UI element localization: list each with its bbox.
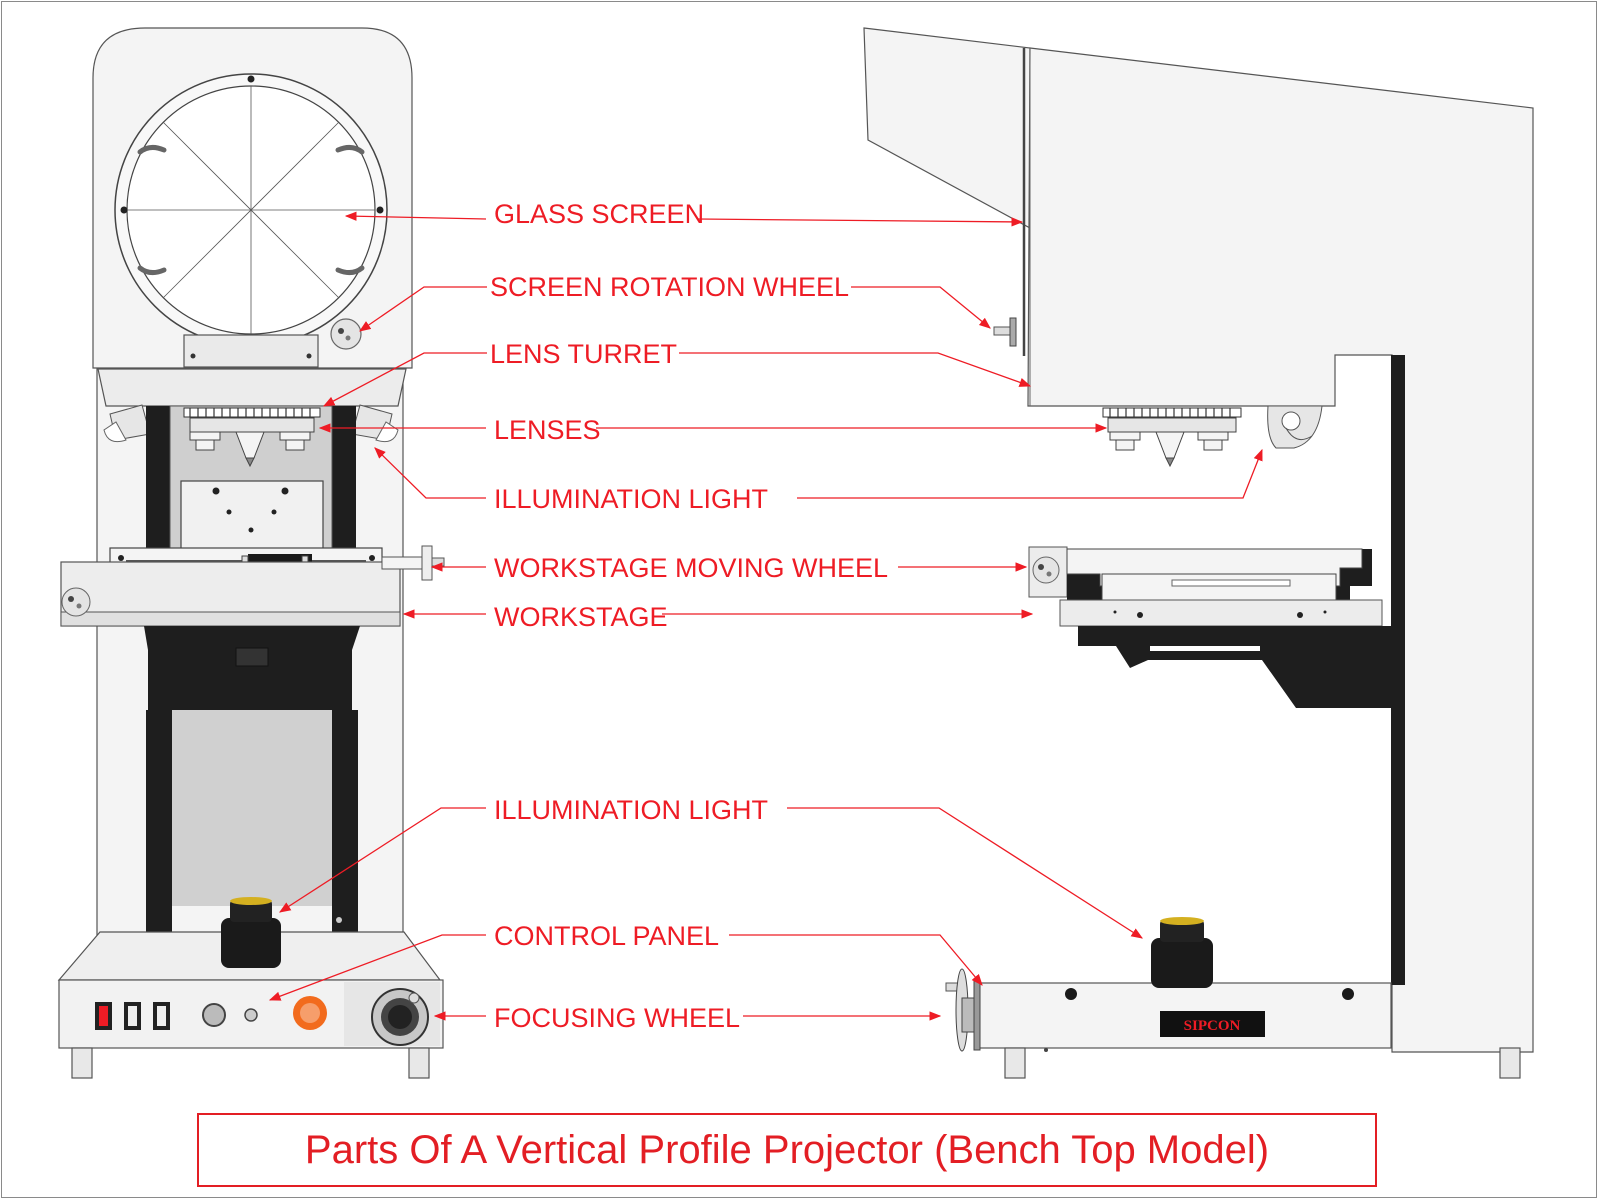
side-column-dark bbox=[1391, 355, 1405, 985]
label-illumination-light-bottom: ILLUMINATION LIGHT bbox=[494, 795, 768, 825]
side-hood bbox=[863, 27, 1031, 230]
column-leg-left bbox=[146, 710, 172, 932]
front-view bbox=[57, 27, 445, 1079]
label-glass-screen: GLASS SCREEN bbox=[494, 199, 704, 229]
projector-head bbox=[97, 368, 407, 407]
workstage-support-side bbox=[1078, 626, 1391, 708]
label-illumination-light-top: ILLUMINATION LIGHT bbox=[494, 484, 768, 514]
column-inner-panel bbox=[172, 710, 332, 906]
column-dark-right bbox=[332, 406, 356, 554]
brand-label: SIPCON bbox=[1184, 1018, 1241, 1034]
side-view: SIPCON bbox=[863, 27, 1534, 1079]
label-workstage-moving-wheel: WORKSTAGE MOVING WHEEL bbox=[494, 553, 888, 583]
control-panel-front bbox=[95, 996, 327, 1030]
screen-rotation-wheel-front bbox=[330, 318, 362, 350]
focusing-wheel-side bbox=[945, 968, 981, 1052]
lower-column-dark bbox=[144, 626, 360, 710]
side-foot-right bbox=[1499, 1047, 1521, 1079]
illumination-light-side-top bbox=[1267, 405, 1323, 449]
caption-box: Parts Of A Vertical Profile Projector (B… bbox=[197, 1113, 1377, 1187]
label-workstage: WORKSTAGE bbox=[494, 602, 668, 632]
glass-screen-front bbox=[114, 73, 388, 347]
column-leg-right bbox=[332, 710, 358, 932]
lenses-side bbox=[1109, 431, 1229, 468]
illumination-light-front-bottom bbox=[221, 897, 281, 968]
lens-turret-side bbox=[1102, 407, 1242, 433]
side-foot-left bbox=[1004, 1047, 1026, 1079]
screen-rotation-wheel-side bbox=[993, 317, 1017, 347]
screen-base-plate bbox=[183, 334, 319, 368]
workstage-front bbox=[60, 547, 401, 627]
front-foot-left bbox=[71, 1047, 93, 1079]
illumination-light-front-left bbox=[103, 404, 151, 443]
optics-housing-box bbox=[180, 480, 324, 552]
workstage-moving-wheel-front bbox=[61, 545, 445, 617]
label-lenses: LENSES bbox=[494, 415, 601, 445]
illumination-light-side-bottom bbox=[1151, 917, 1213, 988]
label-control-panel: CONTROL PANEL bbox=[494, 921, 719, 951]
workstage-side bbox=[1028, 546, 1383, 627]
column-dark-left bbox=[146, 406, 170, 554]
leader-lines bbox=[268, 211, 1263, 1021]
label-screen-rotation-wheel: SCREEN ROTATION WHEEL bbox=[490, 272, 849, 302]
label-focusing-wheel: FOCUSING WHEEL bbox=[494, 1003, 740, 1033]
lenses-front bbox=[189, 431, 311, 468]
focusing-wheel-front bbox=[371, 988, 429, 1046]
brand-plate bbox=[1160, 1011, 1265, 1037]
part-labels: GLASS SCREEN SCREEN ROTATION WHEEL LENS … bbox=[490, 199, 888, 1033]
diagram-title: Parts Of A Vertical Profile Projector (B… bbox=[304, 1127, 1270, 1172]
label-lens-turret: LENS TURRET bbox=[490, 339, 677, 369]
front-foot-right bbox=[408, 1047, 430, 1079]
illumination-light-front-right bbox=[351, 404, 399, 443]
